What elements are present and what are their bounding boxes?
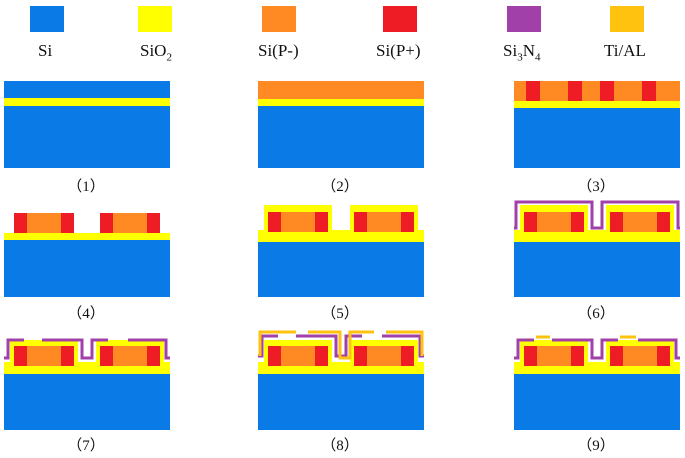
mesa-p-minus — [100, 346, 160, 366]
step5-oxide-layer — [258, 230, 424, 242]
mesa-p-plus-left — [610, 346, 623, 366]
mesa-p-plus-left — [524, 346, 537, 366]
step1-oxide-layer — [4, 98, 170, 106]
mesa-p-plus-right — [571, 212, 584, 232]
legend-swatch-ti-al — [610, 6, 644, 32]
legend-swatch-sio2 — [138, 6, 172, 32]
mesa-p-plus-left — [610, 212, 623, 232]
step-label-7: （7） — [67, 438, 105, 454]
mesa-p-plus-left — [354, 212, 367, 232]
step6-si-substrate — [514, 242, 680, 297]
mesa-p-plus-left — [354, 346, 367, 366]
mesa-p-plus-right — [61, 213, 74, 233]
mesa-p-minus — [524, 212, 584, 232]
mesa-p-plus-right — [657, 346, 670, 366]
mesa-p-minus — [610, 212, 670, 232]
step9-nitride-right — [638, 338, 680, 360]
mesa-p-plus-left — [14, 346, 27, 366]
mesa-p-minus — [524, 346, 584, 366]
step-label-9: （9） — [577, 438, 615, 454]
step3-p-plus-region — [526, 81, 540, 101]
mesa-p-minus — [100, 213, 160, 233]
legend-label-si: Si — [38, 41, 53, 60]
legend-swatch-si3n4 — [507, 6, 541, 32]
legend-label-sio2: SiO2 — [140, 41, 172, 64]
step2-oxide-layer — [258, 99, 424, 106]
step-label-2: （2） — [321, 179, 359, 195]
step8-si-substrate — [258, 374, 424, 430]
step7-nitride-mid — [42, 338, 108, 360]
mesa-p-plus-left — [100, 346, 113, 366]
mesa-p-plus-right — [401, 212, 414, 232]
legend-label-si3n4: Si3N4 — [503, 41, 541, 64]
legend-swatch-si — [30, 6, 64, 32]
step2-p-minus-layer — [258, 81, 424, 99]
mesa-p-plus-right — [571, 346, 584, 366]
material-legend: Si SiO2 Si(P-) Si(P+) Si3N4 Ti/AL — [0, 0, 685, 70]
step8-metal-left — [258, 330, 296, 356]
legend-swatch-si-p-minus — [262, 6, 296, 32]
legend-swatch-si-p-plus — [383, 6, 417, 32]
legend-label-si-p-plus: Si(P+) — [376, 41, 421, 60]
mesa-p-plus-left — [14, 213, 27, 233]
step6-nitride-layer — [514, 200, 680, 230]
step3-p-minus-layer — [514, 81, 680, 101]
legend-label-si-p-minus: Si(P-) — [258, 41, 299, 60]
mesa-p-plus-right — [147, 213, 160, 233]
step-label-1: （1） — [67, 179, 105, 195]
mesa-p-minus — [354, 212, 414, 232]
mesa-p-plus-left — [268, 212, 281, 232]
step2-si-substrate — [258, 106, 424, 168]
step-label-6: （6） — [577, 306, 615, 322]
mesa-p-plus-right — [401, 346, 414, 366]
step6-oxide-layer — [514, 230, 680, 242]
step4-oxide-layer — [4, 233, 170, 240]
mesa-p-minus — [354, 346, 414, 366]
step3-p-plus-region — [568, 81, 582, 101]
step-label-4: （4） — [67, 306, 105, 322]
step5-si-substrate — [258, 242, 424, 297]
step8-metal-right — [386, 330, 424, 356]
step9-nitride-mid — [552, 338, 618, 360]
mesa-p-minus — [14, 346, 74, 366]
step3-si-substrate — [514, 108, 680, 168]
step4-si-substrate — [4, 240, 170, 297]
step1-top-si-layer — [4, 81, 170, 98]
step8-metal-mid — [308, 330, 374, 360]
step3-p-plus-region — [600, 81, 614, 101]
mesa-p-minus — [610, 346, 670, 366]
step1-si-substrate — [4, 106, 170, 168]
step9-si-substrate — [514, 374, 680, 430]
mesa-p-plus-left — [268, 346, 281, 366]
mesa-p-minus — [268, 346, 328, 366]
step-label-8: （8） — [321, 438, 359, 454]
step9-nitride-left — [514, 338, 534, 360]
mesa-p-plus-right — [61, 346, 74, 366]
legend-label-ti-al: Ti/AL — [604, 41, 646, 60]
mesa-p-minus — [14, 213, 74, 233]
mesa-p-plus-right — [315, 212, 328, 232]
mesa-p-minus — [268, 212, 328, 232]
step7-si-substrate — [4, 374, 170, 430]
mesa-p-plus-right — [657, 212, 670, 232]
step3-p-plus-region — [642, 81, 656, 101]
mesa-p-plus-left — [100, 213, 113, 233]
mesa-p-plus-right — [315, 346, 328, 366]
step7-nitride-right — [128, 338, 170, 360]
step-label-3: （3） — [577, 179, 615, 195]
step3-oxide-layer — [514, 101, 680, 108]
mesa-p-plus-left — [524, 212, 537, 232]
step7-nitride-left — [4, 338, 24, 360]
mesa-p-plus-right — [147, 346, 160, 366]
step-label-5: （5） — [321, 306, 359, 322]
